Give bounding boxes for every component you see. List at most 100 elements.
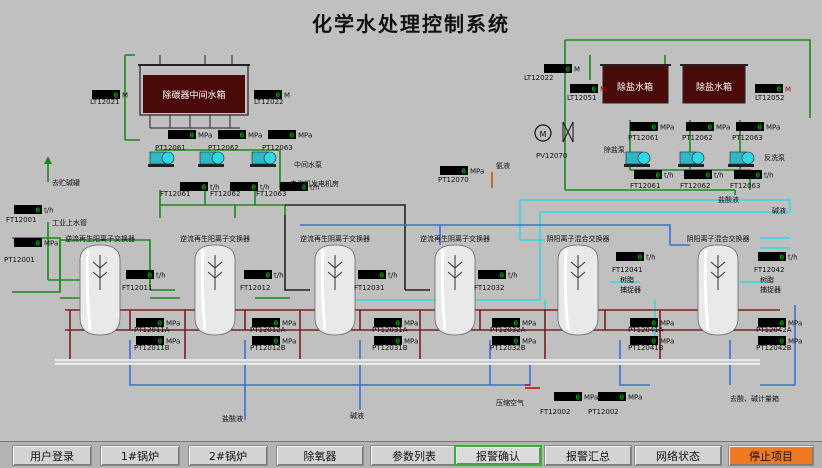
readout-unit: MPa bbox=[404, 320, 418, 328]
readout-tag: FT12001 bbox=[6, 216, 36, 224]
readout-box bbox=[280, 182, 308, 191]
exchanger-name: 逆流再生阴离子交换器 bbox=[300, 234, 370, 243]
readout-unit: MPa bbox=[716, 124, 730, 132]
readout-value: 0 bbox=[202, 184, 206, 192]
nav-button-5[interactable]: 参数列表 bbox=[370, 445, 458, 466]
readout-unit: t/h bbox=[508, 272, 518, 280]
pump-icon[interactable] bbox=[148, 151, 175, 167]
readout-box bbox=[92, 90, 120, 99]
readout-value: 0 bbox=[240, 132, 244, 140]
readout-value: 0 bbox=[158, 338, 162, 346]
decarb-tank: 除碳器中间水箱 bbox=[138, 55, 250, 129]
readout-value: 0 bbox=[708, 124, 712, 132]
readout-box bbox=[634, 170, 662, 179]
readout-unit: t/h bbox=[388, 272, 398, 280]
exchanger-3[interactable]: 逆流再生阴离子交换器 bbox=[300, 234, 370, 336]
readout-value: 0 bbox=[302, 184, 306, 192]
nav-button-7[interactable]: 报警汇总 bbox=[544, 445, 632, 466]
nav-bar: 用户登录 1#锅炉 2#锅炉除氧器参数列表报警确认报警汇总网络状态停止项目 bbox=[0, 441, 822, 468]
readout-unit: MPa bbox=[198, 132, 212, 140]
exchanger-2[interactable]: 逆流再生阳离子交换器 bbox=[180, 234, 250, 336]
exchanger-1[interactable]: 逆流再生阳离子交换器 bbox=[65, 234, 135, 336]
vessel-highlight bbox=[85, 249, 92, 331]
readout-value: 0 bbox=[462, 168, 466, 176]
vessel-highlight bbox=[440, 249, 447, 331]
pump-icon[interactable] bbox=[198, 151, 225, 167]
motor-valve-icon[interactable]: M bbox=[534, 121, 574, 143]
nav-button-4[interactable]: 除氧器 bbox=[276, 445, 364, 466]
nav-button-1[interactable]: 用户登录 bbox=[12, 445, 92, 466]
label-alkali-2: 碱液 bbox=[350, 411, 364, 420]
readout-box bbox=[136, 336, 164, 345]
readout-unit: MPa bbox=[44, 240, 58, 248]
pump-icon[interactable] bbox=[678, 151, 705, 167]
exchanger-6[interactable]: 阴阳离子混合交换器 bbox=[687, 234, 750, 336]
readout-unit: t/h bbox=[664, 172, 674, 180]
label-to-tank: 去贮碱罐 bbox=[52, 178, 80, 187]
readout-tag: LT12051 bbox=[567, 94, 596, 102]
nav-button-3[interactable]: 2#锅炉 bbox=[188, 445, 268, 466]
readout-box bbox=[358, 270, 386, 279]
readout-value: 0 bbox=[620, 394, 624, 402]
readout-box bbox=[758, 336, 786, 345]
exchanger-4[interactable]: 逆流再生阴离子交换器 bbox=[420, 234, 490, 336]
readout-unit: t/h bbox=[274, 272, 284, 280]
exchanger-5[interactable]: 阴阳离子混合交换器 bbox=[547, 234, 610, 336]
agitator-icon bbox=[92, 255, 108, 290]
readout-value: 0 bbox=[500, 272, 504, 280]
exchanger-name: 逆流再生阴离子交换器 bbox=[420, 234, 490, 243]
readout-box bbox=[570, 84, 598, 93]
readout-unit: MPa bbox=[522, 320, 536, 328]
readout-tag: FT12011 bbox=[122, 284, 152, 292]
nav-button-2[interactable]: 1#锅炉 bbox=[100, 445, 180, 466]
pump-icon[interactable] bbox=[624, 151, 651, 167]
readout-unit: t/h bbox=[260, 184, 270, 192]
readout-value: 0 bbox=[290, 132, 294, 140]
readout-value: 0 bbox=[274, 320, 278, 328]
readout-value: 0 bbox=[514, 338, 518, 346]
readout-unit: M bbox=[122, 92, 128, 100]
readout-unit: MPa bbox=[660, 338, 674, 346]
readout-box bbox=[736, 122, 764, 131]
readout-box bbox=[492, 318, 520, 327]
readout-unit: MPa bbox=[788, 320, 802, 328]
readout-unit: MPa bbox=[522, 338, 536, 346]
readout-value: 0 bbox=[252, 184, 256, 192]
label-waste: 氨液 bbox=[496, 161, 510, 170]
readout-unit: MPa bbox=[404, 338, 418, 346]
nav-button-9[interactable]: 停止项目 bbox=[728, 445, 814, 466]
readout-unit: t/h bbox=[210, 184, 220, 192]
readout-tag: FT12063 bbox=[730, 182, 760, 190]
nav-button-6[interactable]: 报警确认 bbox=[454, 445, 542, 466]
pump-icon[interactable] bbox=[728, 151, 755, 167]
readout-unit: MPa bbox=[282, 320, 296, 328]
readout-value: 0 bbox=[36, 240, 40, 248]
readout-box bbox=[758, 252, 786, 261]
label-alkali-1: 碱液 bbox=[772, 206, 786, 215]
readout-tag: FT12062 bbox=[210, 190, 240, 198]
exchanger-name: 阴阳离子混合交换器 bbox=[547, 234, 610, 243]
readout-tag: PT12063 bbox=[262, 144, 293, 152]
readout-value: 0 bbox=[576, 394, 580, 402]
readout-unit: MPa bbox=[166, 320, 180, 328]
nav-button-8[interactable]: 网络状态 bbox=[634, 445, 722, 466]
readout-tag: PT12002 bbox=[588, 408, 619, 416]
label-industrial: 工业上水管 bbox=[52, 218, 87, 227]
pump-icon[interactable] bbox=[250, 151, 277, 167]
readout-tag: PT12031A bbox=[372, 326, 408, 334]
readout-tag: PT12012A bbox=[250, 326, 286, 334]
vessel-highlight bbox=[563, 249, 570, 331]
readout-box bbox=[630, 318, 658, 327]
